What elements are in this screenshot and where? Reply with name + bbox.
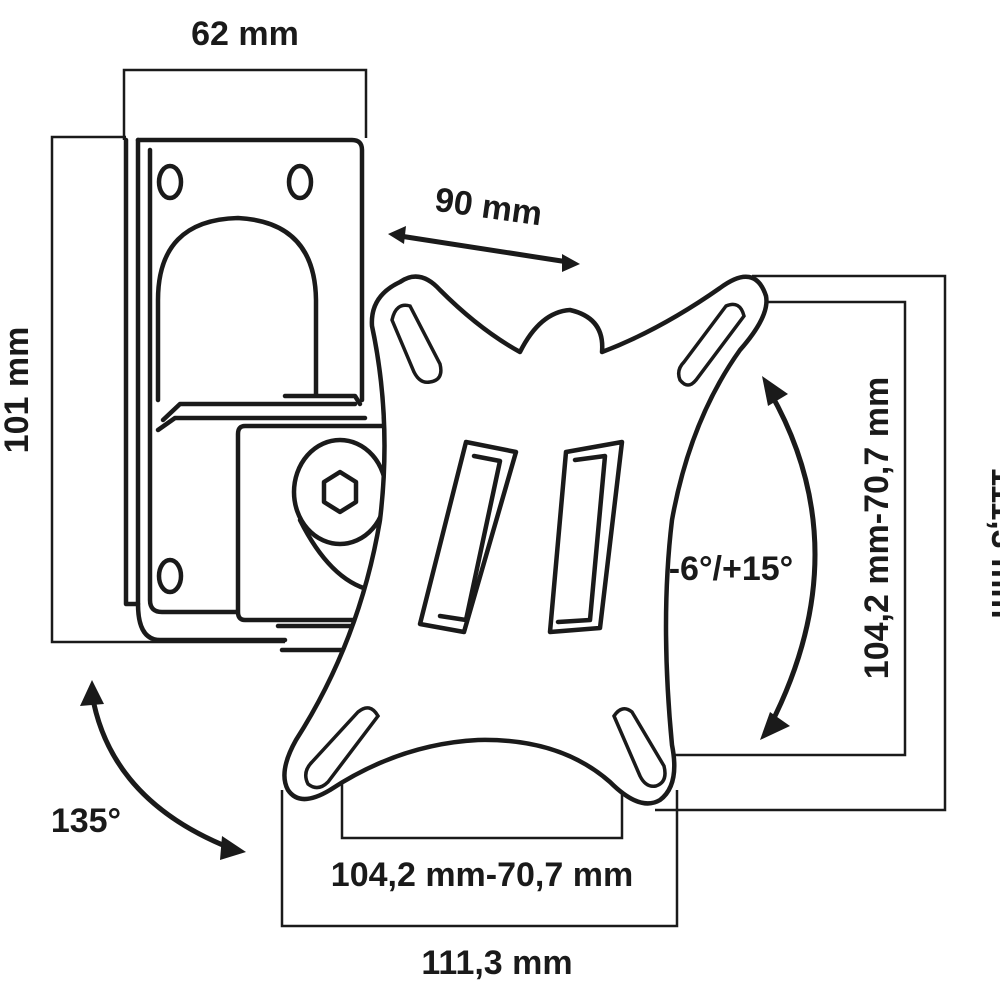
hinge-block bbox=[235, 423, 401, 653]
swivel-arrow-icon bbox=[89, 691, 233, 851]
vesa-plate bbox=[282, 274, 769, 806]
label-wall-plate-height: 101 mm bbox=[0, 327, 36, 454]
wall-hole-icon bbox=[156, 557, 184, 595]
hex-bolt-icon bbox=[321, 469, 359, 515]
label-arm-depth: 90 mm bbox=[433, 181, 545, 234]
vesa-slot-icon bbox=[390, 303, 443, 385]
dim-62-frame bbox=[122, 68, 368, 140]
label-swivel-angle: 135° bbox=[51, 802, 121, 840]
wall-hole-icon bbox=[156, 163, 184, 201]
label-tilt-angle: -6°/+15° bbox=[669, 550, 794, 588]
label-vesa-vertical-range: 104,2 mm-70,7 mm bbox=[858, 377, 896, 679]
vesa-slot-icon bbox=[676, 302, 746, 387]
label-plate-height: 111,3 mm bbox=[984, 467, 1000, 618]
dim-104-vertical-frame bbox=[672, 300, 907, 757]
dim-111-vertical-frame bbox=[655, 274, 947, 812]
labels: 62 mm 101 mm 90 mm 104,2 mm-70,7 mm 111,… bbox=[0, 15, 1000, 982]
arrows bbox=[80, 226, 818, 860]
wall-hole-icon bbox=[286, 163, 314, 201]
wall-plate bbox=[123, 137, 368, 643]
label-plate-width: 111,3 mm bbox=[421, 944, 572, 982]
vesa-slot-icon bbox=[612, 707, 667, 789]
tilt-arrow-icon bbox=[767, 389, 818, 729]
dim-111-horizontal-frame bbox=[280, 790, 679, 928]
label-vesa-horizontal-range: 104,2 mm-70,7 mm bbox=[331, 856, 633, 894]
dim-90-arrow bbox=[397, 233, 571, 265]
vesa-slot-icon bbox=[304, 706, 381, 790]
label-wall-plate-width: 62 mm bbox=[191, 15, 299, 53]
dimension-lines bbox=[50, 68, 947, 928]
dim-104-horizontal-frame bbox=[340, 760, 624, 840]
